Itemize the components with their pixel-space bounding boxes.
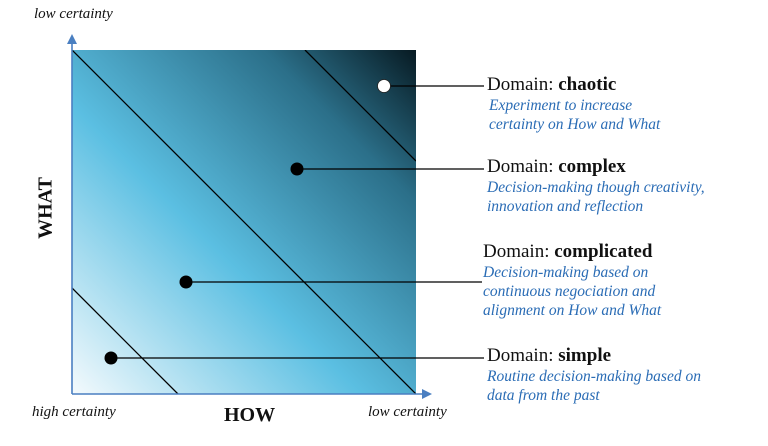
y-axis-title: WHAT	[34, 177, 57, 239]
marker-dot-simple	[104, 351, 118, 365]
domain-description-line: continuous negociation and	[483, 283, 656, 300]
domain-description-line: Experiment to increase	[489, 97, 633, 114]
domain-prefix: Domain:	[487, 156, 559, 177]
domain-name: complex	[558, 156, 626, 177]
x-axis-title: HOW	[224, 404, 276, 426]
domain-simple: Domain: simple Routine decision-making b…	[487, 345, 701, 405]
x-axis-right-label: low certainty	[368, 404, 447, 420]
domain-title: Domain: complex	[487, 156, 705, 178]
domain-description-line: innovation and reflection	[487, 198, 644, 215]
domain-chaotic: Domain: chaotic Experiment to increase c…	[487, 74, 660, 134]
domain-prefix: Domain:	[487, 74, 559, 95]
domain-complex: Domain: complex Decision-making though c…	[487, 156, 705, 216]
domain-title: Domain: chaotic	[487, 74, 660, 96]
domain-title: Domain: complicated	[483, 241, 661, 263]
boundary-line-simple	[72, 287, 179, 394]
domain-name: complicated	[554, 241, 653, 262]
domain-name: chaotic	[558, 74, 617, 95]
marker-dot-complex	[290, 162, 304, 176]
marker-dot-complicated	[179, 275, 193, 289]
domain-prefix: Domain:	[487, 345, 559, 366]
boundary-line-chaotic	[304, 50, 416, 162]
domain-description-line: Routine decision-making based on	[487, 368, 701, 385]
x-axis-left-label: high certainty	[32, 404, 116, 420]
domain-description-line: certainty on How and What	[489, 116, 661, 133]
domain-description-line: Decision-making though creativity,	[487, 179, 705, 196]
domain-description-line: Decision-making based on	[483, 264, 649, 281]
domain-boundaries	[72, 50, 416, 394]
x-axis-arrowhead	[422, 389, 432, 399]
boundary-line-complex	[72, 50, 416, 394]
y-axis-top-label: low certainty	[34, 6, 113, 22]
domain-name: simple	[558, 345, 612, 366]
axes	[67, 34, 432, 399]
domain-title: Domain: simple	[487, 345, 701, 367]
domain-prefix: Domain:	[483, 241, 555, 262]
y-axis-arrowhead	[67, 34, 77, 44]
domain-description-line: alignment on How and What	[483, 302, 662, 319]
domain-description-line: data from the past	[487, 387, 600, 404]
marker-dot-chaotic	[377, 79, 391, 93]
domain-complicated: Domain: complicated Decision-making base…	[483, 241, 661, 320]
